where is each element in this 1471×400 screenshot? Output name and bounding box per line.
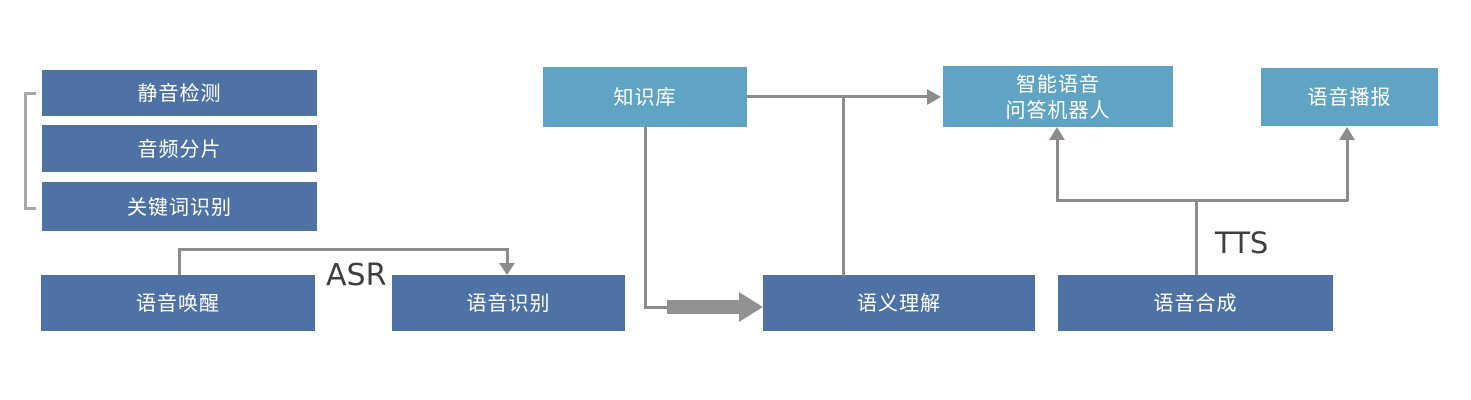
asr-connector-drop bbox=[506, 248, 509, 265]
node-speech-synthesis: 语音合成 bbox=[1058, 275, 1333, 331]
node-label: 语音识别 bbox=[466, 291, 551, 315]
semantic-to-robot-riser bbox=[842, 95, 845, 276]
asr-connector-riser bbox=[178, 248, 181, 275]
asr-connector-horizontal bbox=[178, 248, 509, 251]
tts-right-arrowhead-icon bbox=[1339, 127, 1355, 140]
tts-edge-label: TTS bbox=[1215, 226, 1269, 260]
node-voice-wakeup: 语音唤醒 bbox=[41, 275, 315, 331]
group-bracket-vertical bbox=[24, 92, 27, 210]
kb-to-robot-line bbox=[747, 95, 927, 98]
node-qa-robot: 智能语音 问答机器人 bbox=[943, 66, 1173, 127]
node-label: 语音播报 bbox=[1307, 85, 1392, 109]
thick-arrowhead-icon bbox=[739, 292, 763, 322]
node-label-line2: 问答机器人 bbox=[1005, 97, 1111, 122]
node-label: 静音检测 bbox=[137, 81, 222, 105]
tts-horizontal-line bbox=[1056, 199, 1348, 202]
node-speech-recognition: 语音识别 bbox=[392, 275, 625, 331]
node-silence-detection: 静音检测 bbox=[42, 70, 317, 116]
node-voice-broadcast: 语音播报 bbox=[1261, 68, 1438, 126]
tts-stem-line bbox=[1195, 200, 1198, 275]
node-audio-segmentation: 音频分片 bbox=[42, 125, 317, 172]
node-knowledge-base: 知识库 bbox=[543, 67, 747, 127]
node-label: 语音唤醒 bbox=[136, 291, 220, 315]
thick-arrow-body bbox=[667, 300, 741, 314]
group-bracket-bottom-tick bbox=[24, 207, 36, 210]
tts-left-riser bbox=[1056, 140, 1059, 201]
tts-left-arrowhead-icon bbox=[1049, 127, 1065, 140]
kb-to-robot-arrowhead-icon bbox=[927, 89, 941, 105]
node-label: 音频分片 bbox=[137, 136, 222, 161]
kb-down-line bbox=[644, 127, 647, 309]
kb-elbow-line bbox=[644, 306, 670, 309]
node-keyword-recognition: 关键词识别 bbox=[42, 182, 317, 231]
asr-edge-label: ASR bbox=[326, 258, 387, 293]
node-label: 知识库 bbox=[613, 85, 677, 109]
node-label: 语义理解 bbox=[857, 291, 941, 315]
tts-right-riser bbox=[1346, 140, 1349, 201]
node-label: 关键词识别 bbox=[127, 194, 232, 219]
group-bracket-top-tick bbox=[24, 92, 36, 95]
node-label: 语音合成 bbox=[1153, 291, 1238, 315]
asr-arrowhead-icon bbox=[499, 263, 515, 275]
node-label-line1: 智能语音 bbox=[1016, 71, 1100, 96]
node-semantic-understanding: 语义理解 bbox=[763, 275, 1035, 331]
